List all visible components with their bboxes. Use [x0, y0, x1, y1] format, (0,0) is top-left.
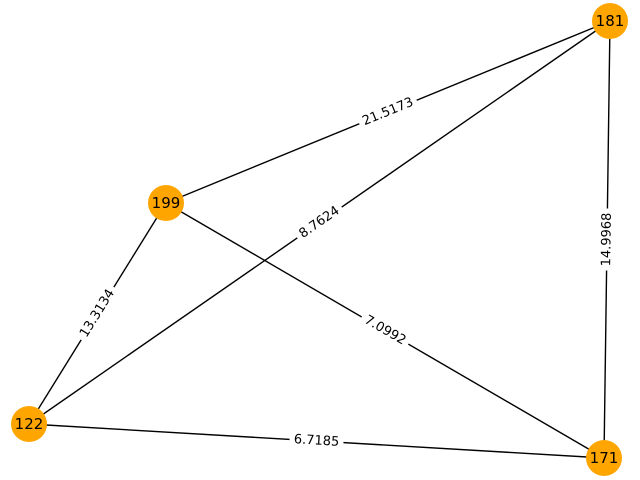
edge-label-background [357, 310, 413, 351]
node-circle-181 [592, 3, 628, 39]
edges-layer [28, 20, 611, 459]
edge-label-group: 6.7185 [289, 431, 344, 451]
edge-label-background [74, 282, 121, 345]
node-label: 199 [152, 194, 181, 212]
edge-label-group: 21.5173 [356, 92, 420, 132]
edge-weight-label: 7.0992 [362, 313, 409, 349]
edge-weight-label: 6.7185 [293, 432, 339, 450]
node-circle-122 [11, 406, 47, 442]
edge-weight-label: 8.7624 [297, 203, 343, 241]
edge-label-group: 13.3134 [74, 282, 121, 345]
edge-weight-label: 13.3134 [77, 287, 118, 341]
edge-label-background [598, 208, 616, 271]
edge-labels-layer: 21.5173 8.7624 14.9968 13.3134 7.0992 6.7185 [74, 92, 616, 451]
edge-label-background [289, 431, 344, 451]
edge-label-group: 7.0992 [357, 310, 413, 351]
edge-label-group: 8.7624 [292, 200, 347, 245]
node-label: 122 [15, 415, 44, 433]
edge-label-group: 14.9968 [598, 208, 616, 271]
edge-label-background [292, 200, 347, 245]
node-circle-199 [148, 185, 184, 221]
edge-weight-label: 21.5173 [360, 95, 415, 129]
nodes-layer: 181 199 122 171 [11, 3, 628, 476]
edge-label-background [356, 92, 420, 132]
edge-weight-label: 14.9968 [599, 213, 615, 267]
node-label: 181 [596, 12, 625, 30]
node-circle-171 [586, 440, 622, 476]
node-label: 171 [590, 449, 619, 467]
